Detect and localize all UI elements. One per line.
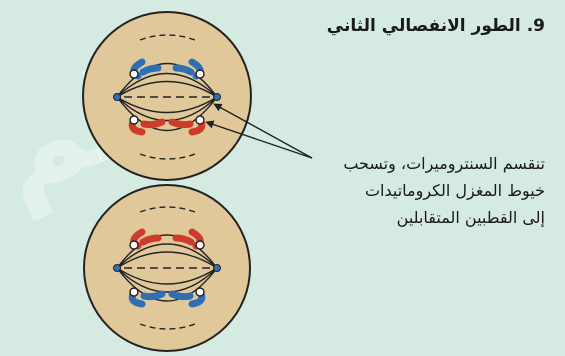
caption-line: إلى القطبين المتقابلين: [315, 204, 545, 231]
caption-line: تنقسم السنتروميرات، وتسحب: [315, 150, 545, 177]
caption-line: خيوط المغزل الكروماتيدات: [315, 177, 545, 204]
top-cell-membrane: [83, 12, 251, 180]
stage-number: 9.: [527, 16, 545, 36]
stage-heading: 9. الطور الانفصالي الثاني: [327, 16, 545, 36]
chromatid-red: [144, 122, 162, 125]
chromatid-blue: [172, 294, 190, 297]
chromatid-red: [176, 238, 191, 242]
chromatid-blue: [144, 294, 162, 297]
chromatid-red: [143, 238, 158, 242]
top-cell: [83, 12, 251, 180]
chromatid-red: [172, 122, 190, 125]
stage-title: الطور الانفصالي الثاني: [327, 16, 521, 36]
chromatid-blue: [176, 68, 191, 72]
chromatid-blue: [143, 68, 158, 72]
bottom-cell: [84, 185, 250, 351]
stage-caption: تنقسم السنتروميرات، وتسحب خيوط المغزل ال…: [315, 150, 545, 231]
